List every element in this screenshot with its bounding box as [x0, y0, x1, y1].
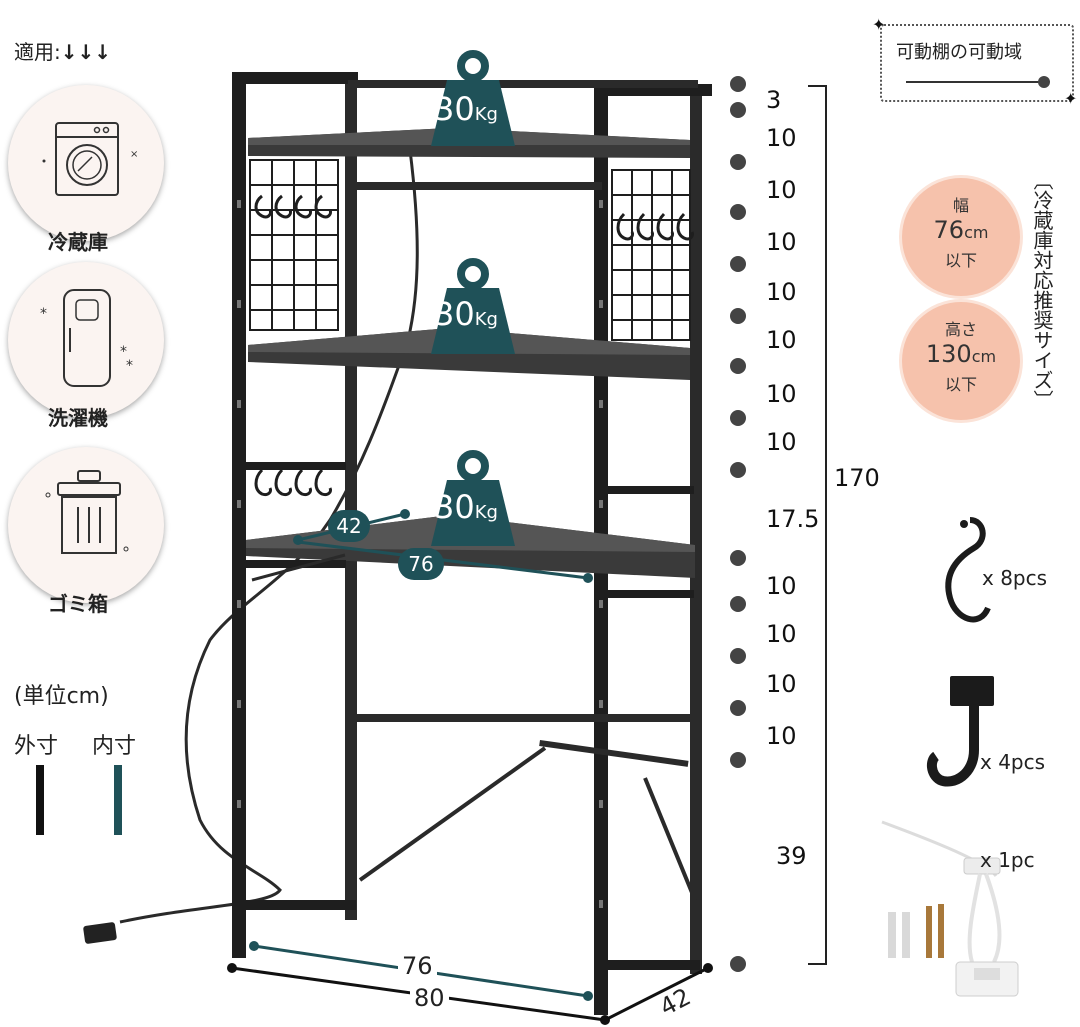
appliance-card-trash — [8, 447, 164, 603]
weight-label-2: 30Kg — [434, 295, 498, 333]
spacing-value: 10 — [766, 228, 797, 256]
bottom-outer-width: 80 — [410, 984, 449, 1012]
trash-can-icon — [45, 470, 129, 554]
svg-text:*: * — [120, 344, 127, 360]
appliance-label-2: 洗濯機 — [48, 406, 108, 430]
outer-swatch — [36, 765, 44, 835]
applicable-legend: 適用:↓↓↓ — [14, 36, 111, 65]
movable-range-box: 可動棚の可動域 — [880, 24, 1074, 102]
weight-icon — [431, 258, 515, 354]
spacing-value: 10 — [766, 278, 797, 306]
wall-hook-icon — [926, 676, 994, 787]
arrows-icon: ↓↓↓ — [60, 40, 112, 64]
spacing-value: 10 — [766, 722, 797, 750]
svg-text:*: * — [40, 306, 47, 322]
movable-range-title: 可動棚の可動域 — [896, 42, 1022, 63]
appliance-card-washer: * * * — [8, 262, 164, 418]
refrigerator-icon: * * * — [40, 289, 133, 387]
wall-hook-qty: x 4pcs — [980, 750, 1046, 774]
svg-text:✦: ✦ — [872, 15, 885, 34]
recommended-height-badge: 高さ 130cm 以下 — [902, 302, 1020, 420]
spacing-value: 10 — [766, 670, 797, 698]
recommended-title: 〔冷蔵庫対応推奨サイズ〕 — [1030, 170, 1054, 410]
weight-label-3: 30Kg — [434, 488, 498, 526]
shelf-depth-badge: 42 — [328, 510, 370, 542]
outer-label: 外寸 — [14, 734, 59, 759]
bottom-inner-width: 76 — [398, 952, 437, 980]
spacing-value: 10 — [766, 326, 797, 354]
spacing-value: 10 — [766, 380, 797, 408]
total-height: 170 — [834, 464, 880, 492]
height-scale — [730, 76, 827, 972]
recommended-width-badge: 幅 76cm 以下 — [902, 178, 1020, 296]
inner-swatch — [114, 765, 122, 835]
spacing-value: 10 — [766, 620, 797, 648]
washing-machine-icon: × — [42, 122, 138, 196]
appliance-card-fridge: × — [8, 85, 164, 241]
inner-label: 内寸 — [92, 734, 137, 759]
appliance-label-3: ゴミ箱 — [48, 592, 108, 616]
anti-tip-kit-qty: x 1pc — [980, 848, 1035, 872]
s-hook-icon — [945, 517, 991, 623]
spacing-value: 10 — [766, 176, 797, 204]
star-icon: ✦ — [1064, 89, 1077, 108]
shelf-width-badge: 76 — [398, 548, 444, 580]
applicable-label: 適用: — [14, 40, 61, 64]
unit-label: (単位cm) — [14, 684, 109, 709]
spacing-value: 10 — [766, 124, 797, 152]
weight-icon — [431, 450, 515, 546]
weight-label-1: 30Kg — [434, 90, 498, 128]
spacing-value: 39 — [776, 842, 807, 870]
svg-text:*: * — [126, 358, 133, 374]
s-hook-qty: x 8pcs — [982, 566, 1048, 590]
anti-tip-kit-icon — [881, 820, 1019, 997]
star-icon: ✦ — [872, 15, 885, 34]
appliance-label-1: 冷蔵庫 — [48, 230, 108, 254]
svg-text:×: × — [130, 149, 138, 160]
spacing-value: 10 — [766, 428, 797, 456]
weight-icon — [431, 50, 515, 146]
svg-text:✦: ✦ — [1064, 89, 1077, 108]
spacing-value: 10 — [766, 572, 797, 600]
spacing-value: 3 — [766, 86, 782, 114]
range-indicator-icon — [906, 76, 1050, 88]
spacing-value: 17.5 — [766, 505, 820, 533]
